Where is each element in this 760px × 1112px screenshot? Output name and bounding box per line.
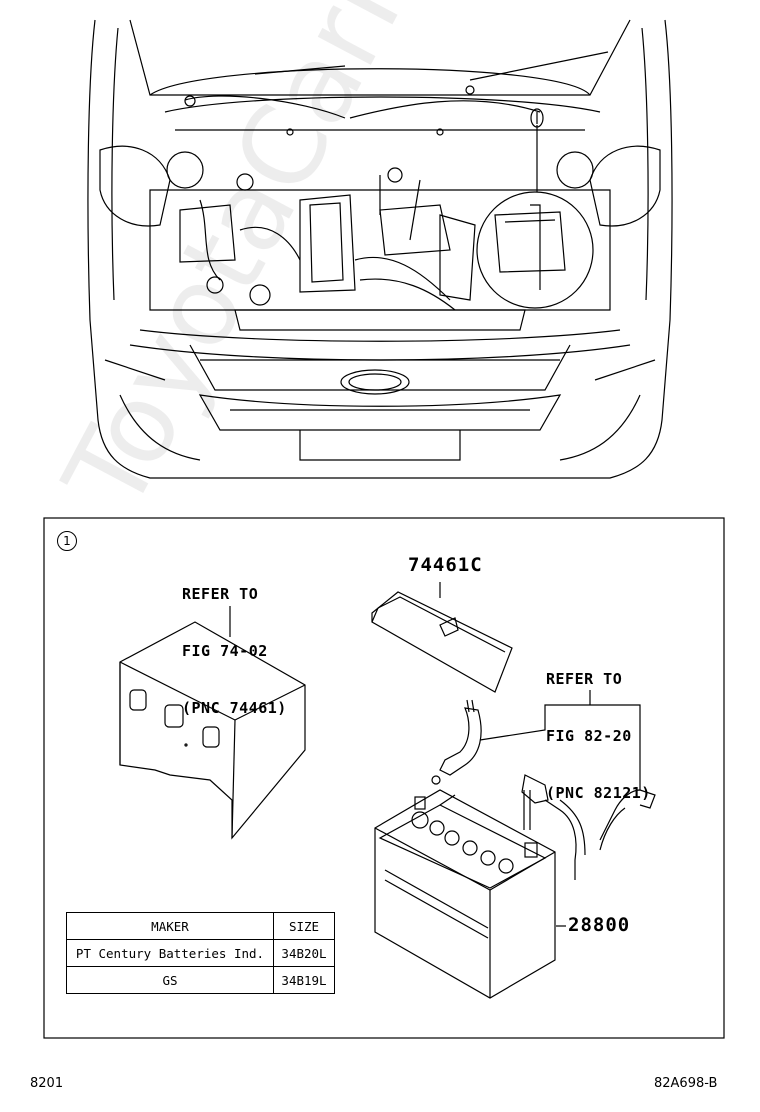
- battery-part-number: 28800: [568, 914, 631, 936]
- cable-ref-line-1: REFER TO: [546, 670, 623, 688]
- cover-part-number: 74461C: [408, 554, 483, 576]
- battery-tray: [119, 606, 306, 840]
- maker-header: MAKER: [66, 912, 274, 940]
- footer-left-code: 8201: [30, 1076, 64, 1091]
- size-header: SIZE: [273, 912, 335, 940]
- maker-cell: PT Century Batteries Ind.: [66, 939, 274, 967]
- cable-reference-callout: REFER TO FIG 82-20 (PNC 82121): [546, 632, 651, 822]
- table-row: GS 34B19L: [66, 966, 335, 994]
- maker-table: MAKER SIZE PT Century Batteries Ind. 34B…: [66, 912, 335, 994]
- tray-ref-line-3: (PNC 74461): [182, 699, 287, 717]
- detail-frame: [43, 517, 725, 1039]
- cable-ref-line-2: FIG 82-20: [546, 727, 632, 745]
- tray-reference-callout: REFER TO FIG 74-02 (PNC 74461): [182, 547, 287, 737]
- cable-ref-line-3: (PNC 82121): [546, 784, 651, 802]
- battery-cable: [439, 690, 656, 880]
- size-cell: 34B20L: [273, 939, 335, 967]
- car-front-illustration: [87, 19, 673, 479]
- detail-marker: 1: [57, 531, 77, 551]
- size-cell: 34B19L: [273, 966, 335, 994]
- footer-right-code: 82A698-B: [654, 1076, 718, 1091]
- battery-cover: [371, 582, 513, 693]
- battery: [374, 775, 566, 999]
- table-header-row: MAKER SIZE: [66, 912, 335, 940]
- table-row: PT Century Batteries Ind. 34B20L: [66, 939, 335, 967]
- tray-ref-line-1: REFER TO: [182, 585, 259, 603]
- maker-cell: GS: [66, 966, 274, 994]
- tray-ref-line-2: FIG 74-02: [182, 642, 268, 660]
